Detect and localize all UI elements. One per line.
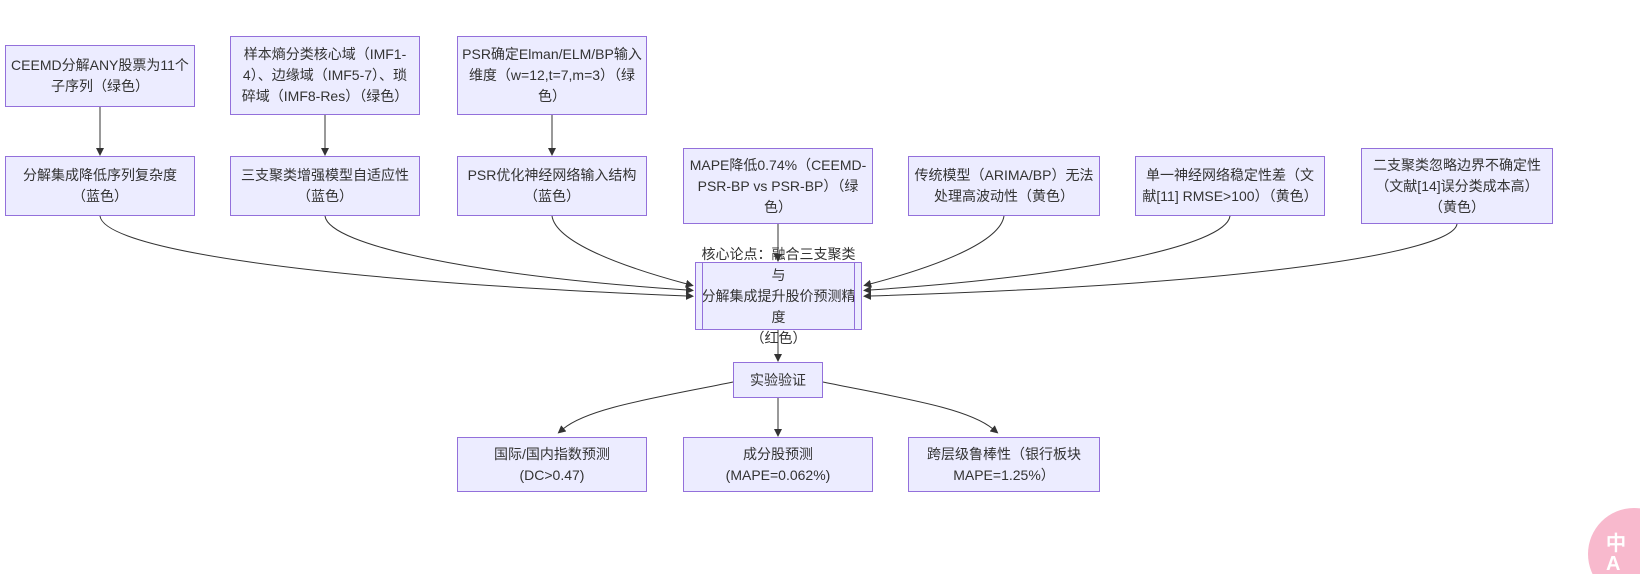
node-label: 二支聚类忽略边界不确定性 （文献[14]误分类成本高） （黄色） bbox=[1373, 156, 1541, 215]
translate-widget-cn-glyph: 中 bbox=[1606, 533, 1626, 555]
node-label: CEEMD分解ANY股票为11个 子序列（绿色） bbox=[11, 57, 189, 94]
edge-m7-core bbox=[863, 223, 1458, 300]
node-mape-reduction: MAPE降低0.74%（CEEMD- PSR-BP vs PSR-BP）（绿 色… bbox=[683, 148, 873, 224]
node-label: MAPE降低0.74%（CEEMD- PSR-BP vs PSR-BP）（绿 色… bbox=[689, 156, 867, 215]
node-sample-entropy-domains: 样本熵分类核心域（IMF1- 4）、边缘域（IMF5-7）、琐 碎域（IMF8-… bbox=[230, 36, 420, 115]
node-two-way-clustering-limitation: 二支聚类忽略边界不确定性 （文献[14]误分类成本高） （黄色） bbox=[1361, 148, 1553, 224]
node-label: 传统模型（ARIMA/BP）无法 处理高波动性（黄色） bbox=[914, 167, 1094, 204]
node-label: 分解集成降低序列复杂度 （蓝色） bbox=[23, 167, 177, 204]
node-label: 三支聚类增强模型自适应性 （蓝色） bbox=[241, 167, 409, 204]
edge-m1-core bbox=[99, 215, 694, 300]
edge-m2-core bbox=[324, 215, 694, 294]
edge-exp-b3 bbox=[822, 381, 999, 434]
edge-m5-core bbox=[863, 215, 1005, 288]
node-psr-input-dimension: PSR确定Elman/ELM/BP输入 维度（w=12,t=7,m=3）（绿 色… bbox=[457, 36, 647, 115]
node-label: 跨层级鲁棒性（银行板块 MAPE=1.25%） bbox=[927, 445, 1081, 483]
node-label: 国际/国内指数预测 (DC>0.47) bbox=[494, 445, 610, 483]
node-decompose-reduce-complexity: 分解集成降低序列复杂度 （蓝色） bbox=[5, 156, 195, 216]
edge-m6-core bbox=[863, 215, 1231, 294]
node-psr-optimize-input: PSR优化神经网络输入结构 （蓝色） bbox=[457, 156, 647, 216]
node-index-prediction: 国际/国内指数预测 (DC>0.47) bbox=[457, 437, 647, 492]
node-ceemd-decompose: CEEMD分解ANY股票为11个 子序列（绿色） bbox=[5, 45, 195, 107]
edge-m3-core bbox=[551, 215, 694, 288]
node-experiment-validation: 实验验证 bbox=[733, 362, 823, 398]
edge-exp-b1 bbox=[557, 381, 734, 434]
node-label: 单一神经网络稳定性差（文 献[11] RMSE>100）（黄色） bbox=[1142, 167, 1318, 204]
node-cross-level-robustness: 跨层级鲁棒性（银行板块 MAPE=1.25%） bbox=[908, 437, 1100, 492]
node-traditional-model-limitation: 传统模型（ARIMA/BP）无法 处理高波动性（黄色） bbox=[908, 156, 1100, 216]
node-core-thesis: 核心论点：融合三支聚类与 分解集成提升股价预测精度 （红色） bbox=[695, 246, 862, 346]
node-three-way-clustering-adaptive: 三支聚类增强模型自适应性 （蓝色） bbox=[230, 156, 420, 216]
node-label: 实验验证 bbox=[750, 371, 806, 388]
node-label: PSR确定Elman/ELM/BP输入 维度（w=12,t=7,m=3）（绿 色… bbox=[462, 46, 642, 104]
node-label: 成分股预测 (MAPE=0.062%) bbox=[725, 445, 831, 483]
translate-widget-en-glyph: A bbox=[1606, 553, 1621, 574]
node-single-nn-instability: 单一神经网络稳定性差（文 献[11] RMSE>100）（黄色） bbox=[1135, 156, 1325, 216]
node-constituent-stock-prediction: 成分股预测 (MAPE=0.062%) bbox=[683, 437, 873, 492]
node-label: 样本熵分类核心域（IMF1- 4）、边缘域（IMF5-7）、琐 碎域（IMF8-… bbox=[241, 46, 409, 104]
node-label: 核心论点：融合三支聚类与 分解集成提升股价预测精度 （红色） bbox=[701, 245, 856, 346]
node-label: PSR优化神经网络输入结构 （蓝色） bbox=[467, 167, 637, 204]
